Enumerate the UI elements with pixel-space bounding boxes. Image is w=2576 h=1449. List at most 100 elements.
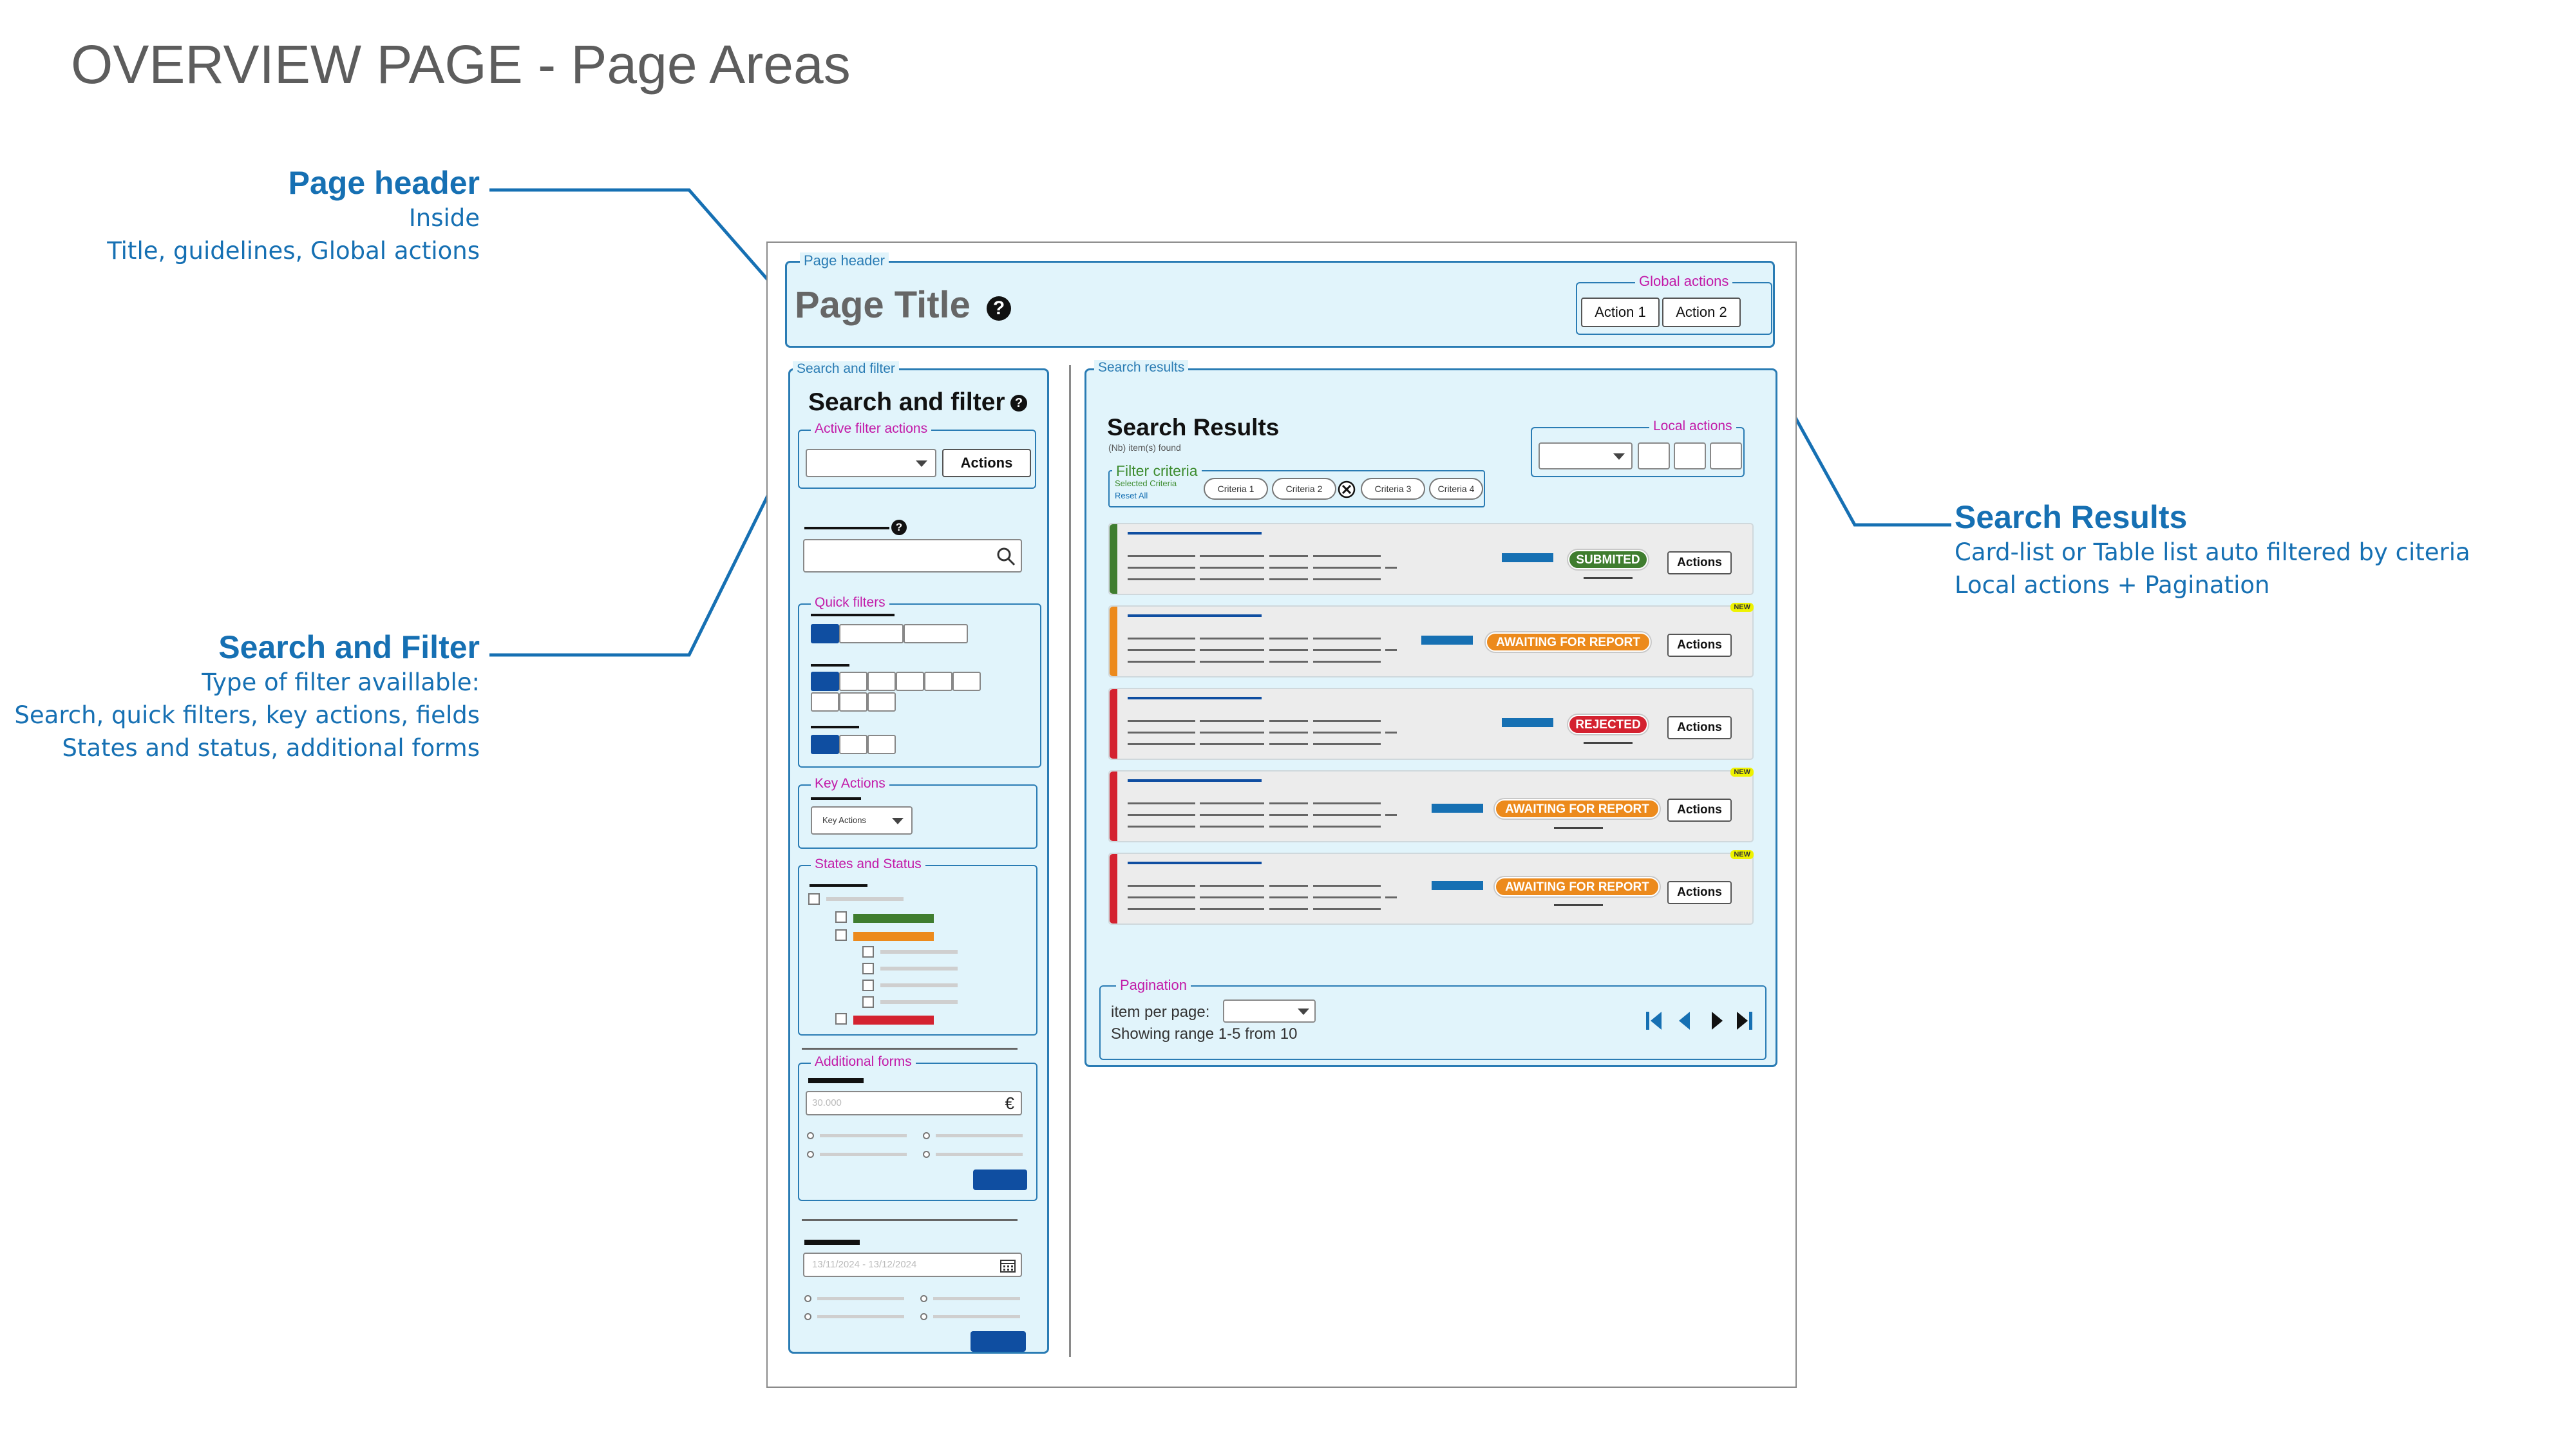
apply-button[interactable] (973, 1170, 1027, 1190)
status-badge: SUBMITED (1568, 550, 1648, 569)
form-option-label (817, 1315, 904, 1318)
card-text-line (1200, 732, 1264, 734)
form-radio[interactable] (807, 1151, 814, 1158)
states-status-legend: States and Status (811, 857, 925, 872)
form-radio[interactable] (923, 1132, 930, 1139)
card-actions-button[interactable]: Actions (1667, 799, 1732, 822)
form-option-label (936, 1134, 1023, 1137)
quick-filter-option[interactable] (839, 735, 867, 754)
card-date-line (1554, 904, 1603, 906)
form-radio[interactable] (920, 1295, 927, 1302)
status-label (826, 897, 904, 901)
form-radio[interactable] (923, 1151, 930, 1158)
date-range-input[interactable]: 13/11/2024 - 13/12/2024 (803, 1253, 1022, 1277)
quick-filter-option[interactable] (867, 672, 896, 691)
quick-filter-option[interactable] (839, 672, 867, 691)
result-card[interactable]: NEW AWAITING FOR REPORT Actions (1108, 768, 1754, 842)
card-status-bar (1110, 854, 1117, 923)
criteria-chip[interactable]: Criteria 2 (1272, 478, 1336, 500)
card-actions-button[interactable]: Actions (1667, 716, 1732, 739)
form-radio[interactable] (804, 1313, 811, 1320)
card-text-line (1128, 638, 1195, 639)
annotation-page-header-title: Page header (288, 165, 480, 201)
status-checkbox[interactable] (862, 980, 874, 991)
card-text-line (1385, 567, 1397, 569)
column-divider (1069, 365, 1071, 1357)
reset-all-link[interactable]: Reset All (1115, 491, 1148, 500)
card-text-line (1313, 720, 1381, 722)
first-page-icon[interactable] (1645, 1010, 1664, 1032)
euro-icon: € (1005, 1094, 1014, 1113)
local-select[interactable] (1539, 442, 1633, 469)
last-page-icon[interactable] (1735, 1010, 1754, 1032)
apply-button[interactable] (971, 1331, 1026, 1352)
status-checkbox[interactable] (835, 929, 847, 941)
filter-actions-button[interactable]: Actions (942, 449, 1031, 477)
local-action-button[interactable] (1638, 442, 1670, 469)
quick-filter-option[interactable] (867, 692, 896, 712)
quick-filter-option[interactable] (811, 735, 839, 754)
calendar-icon (1000, 1260, 1016, 1273)
quick-filter-option[interactable] (811, 624, 839, 643)
local-action-button[interactable] (1710, 442, 1742, 469)
form-option-label (933, 1315, 1020, 1318)
range-text: Showing range 1-5 from 10 (1111, 1025, 1298, 1043)
quick-filter-option[interactable] (904, 624, 968, 643)
card-text-line (1128, 555, 1195, 557)
per-page-select[interactable] (1223, 999, 1316, 1023)
quick-filter-option[interactable] (811, 672, 839, 691)
card-actions-button[interactable]: Actions (1667, 634, 1732, 657)
form-radio[interactable] (807, 1132, 814, 1139)
quick-filter-option[interactable] (952, 672, 981, 691)
card-text-line (1313, 567, 1381, 569)
card-value-bar (1432, 804, 1483, 813)
card-actions-button[interactable]: Actions (1667, 551, 1732, 574)
quick-filter-option[interactable] (839, 692, 867, 712)
criteria-chip[interactable]: Criteria 4 (1429, 478, 1483, 500)
additional-forms-legend: Additional forms (811, 1054, 916, 1070)
status-checkbox[interactable] (862, 996, 874, 1008)
card-text-line (1200, 720, 1264, 722)
amount-input[interactable]: 30.000 € (806, 1091, 1022, 1115)
chevron-down-icon (1613, 453, 1625, 460)
quick-filter-option[interactable] (896, 672, 924, 691)
help-icon[interactable]: ? (1010, 395, 1027, 412)
help-icon[interactable]: ? (891, 520, 907, 535)
card-actions-button[interactable]: Actions (1667, 881, 1732, 904)
status-checkbox[interactable] (808, 893, 820, 905)
form-radio[interactable] (804, 1295, 811, 1302)
result-card[interactable]: SUBMITED Actions (1108, 523, 1754, 595)
local-action-button[interactable] (1674, 442, 1706, 469)
pagination-legend: Pagination (1116, 977, 1191, 994)
status-checkbox[interactable] (835, 1013, 847, 1025)
prev-page-icon[interactable] (1677, 1010, 1692, 1032)
status-checkbox[interactable] (862, 963, 874, 974)
help-icon[interactable]: ? (987, 296, 1011, 321)
selected-criteria-label: Selected Criteria (1115, 478, 1177, 488)
card-text-line (1313, 578, 1381, 580)
quick-filter-option[interactable] (867, 735, 896, 754)
quick-filter-option[interactable] (811, 692, 839, 712)
search-input[interactable] (803, 539, 1022, 573)
action-1-button[interactable]: Action 1 (1581, 298, 1660, 327)
status-checkbox[interactable] (835, 911, 847, 923)
criteria-chip[interactable]: Criteria 3 (1361, 478, 1425, 500)
quick-filter-option[interactable] (924, 672, 952, 691)
result-card[interactable]: REJECTED Actions (1108, 688, 1754, 760)
result-card[interactable]: NEW AWAITING FOR REPORT Actions (1108, 603, 1754, 677)
form-radio[interactable] (920, 1313, 927, 1320)
page-title: Page Title (795, 284, 971, 326)
card-text-line (1200, 802, 1264, 804)
key-actions-select[interactable]: Key Actions (811, 806, 913, 835)
close-icon[interactable] (1338, 480, 1356, 498)
quick-filter-option[interactable] (839, 624, 904, 643)
amount-placeholder: 30.000 (812, 1097, 842, 1108)
card-title-line (1128, 614, 1262, 617)
card-text-line (1313, 896, 1381, 898)
status-checkbox[interactable] (862, 946, 874, 958)
action-2-button[interactable]: Action 2 (1662, 298, 1741, 327)
active-filter-select[interactable] (806, 449, 936, 477)
criteria-chip[interactable]: Criteria 1 (1204, 478, 1268, 500)
next-page-icon[interactable] (1709, 1010, 1725, 1032)
result-card[interactable]: NEW AWAITING FOR REPORT Actions (1108, 850, 1754, 925)
